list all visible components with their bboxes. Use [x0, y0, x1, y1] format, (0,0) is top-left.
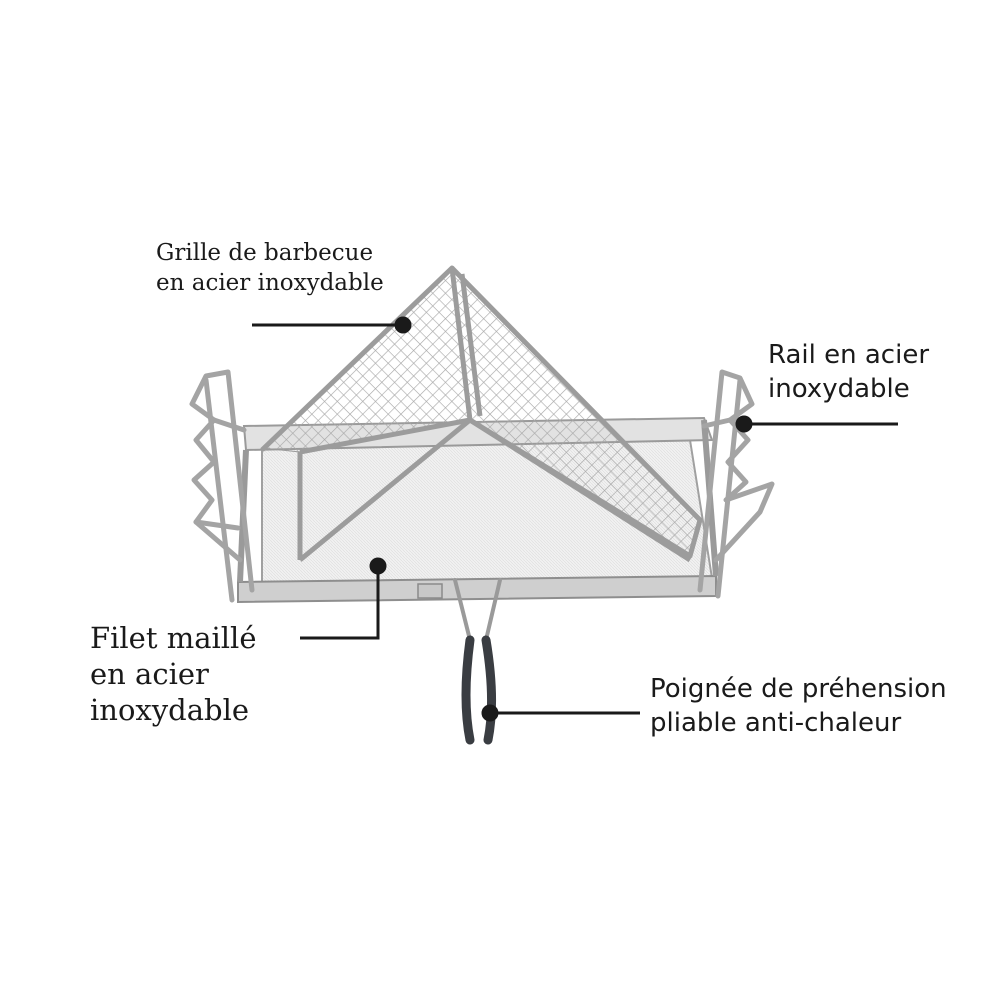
callout-handle: Poignée de préhension pliable anti-chale… [650, 672, 947, 740]
dot-rail [735, 415, 753, 433]
callout-mesh-net-line3: inoxydable [90, 693, 250, 727]
callout-handle-line1: Poignée de préhension [650, 674, 947, 704]
callout-grill-grate-line1: Grille de barbecue [156, 240, 374, 266]
folding-handle [417, 578, 502, 745]
dot-grille [394, 316, 412, 334]
callout-grill-grate: Grille de barbecue en acier inoxydable [156, 238, 384, 298]
grill-grate [260, 265, 703, 563]
left-rail [189, 369, 255, 603]
dot-filet [369, 557, 387, 575]
leader-filet [300, 568, 380, 640]
callout-rail: Rail en acier inoxydable [768, 338, 929, 406]
callout-rail-line2: inoxydable [768, 374, 910, 404]
callout-rail-line1: Rail en acier [768, 340, 930, 370]
leader-lines [252, 316, 898, 722]
callout-grill-grate-line2: en acier inoxydable [156, 270, 384, 296]
callout-mesh-net: Filet maillé en acier inoxydable [90, 620, 256, 728]
callout-mesh-net-line2: en acier [90, 657, 209, 691]
right-rail [697, 369, 775, 599]
callout-mesh-net-line1: Filet maillé [90, 621, 257, 655]
callout-handle-line2: pliable anti-chaleur [650, 708, 902, 738]
dot-poignee [481, 704, 499, 722]
